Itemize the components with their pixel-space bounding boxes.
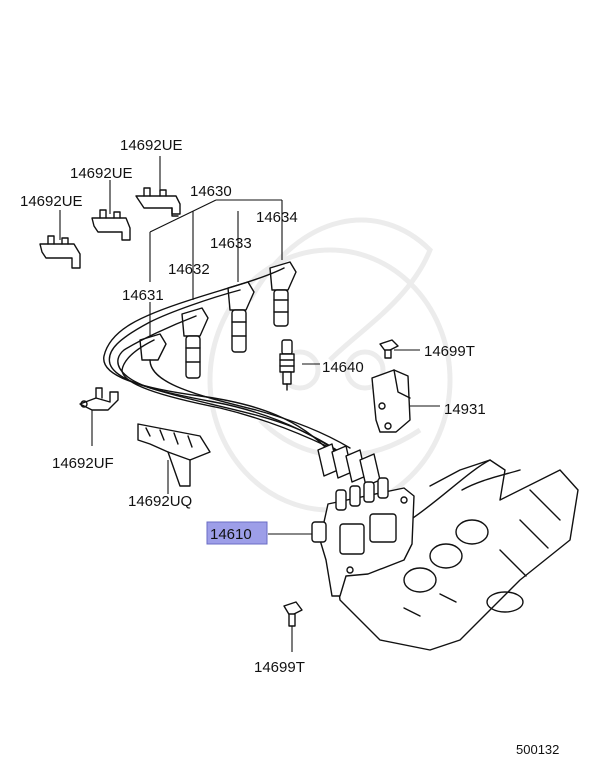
wire-clip-lower[interactable] xyxy=(39,235,81,269)
part-label-14633[interactable]: 14633 xyxy=(210,235,252,252)
part-label-14634[interactable]: 14634 xyxy=(256,209,298,226)
wire-clip-middle[interactable] xyxy=(91,209,131,241)
part-label-14631[interactable]: 14631 xyxy=(122,287,164,304)
part-labels: 14692UE 14692UE 14692UE 14630 14634 1463… xyxy=(20,137,559,757)
bolt-lower[interactable] xyxy=(283,601,303,627)
wire-clip-upper[interactable] xyxy=(135,187,181,217)
part-label-14699T-lower[interactable]: 14699T xyxy=(254,659,305,676)
wire-holder-bracket[interactable] xyxy=(137,423,211,487)
ignition-coil-pack[interactable] xyxy=(311,477,415,597)
small-clip[interactable] xyxy=(79,387,119,411)
highlight-box xyxy=(206,521,268,545)
part-label-14610[interactable]: 14610 xyxy=(210,526,252,543)
part-label-14692UE-c[interactable]: 14692UE xyxy=(20,193,83,210)
leader-lines xyxy=(59,156,440,652)
spark-plug-wire-boot-2[interactable] xyxy=(181,307,209,379)
bolt-upper[interactable] xyxy=(379,339,399,359)
part-label-14630[interactable]: 14630 xyxy=(190,183,232,200)
spark-plug[interactable] xyxy=(279,339,295,391)
intake-manifold xyxy=(335,459,579,651)
ignition-wire-harness[interactable] xyxy=(103,267,373,471)
wire-set-bracket xyxy=(149,199,283,300)
part-label-14692UE-b[interactable]: 14692UE xyxy=(70,165,133,182)
spark-plug-wire-boot-4[interactable] xyxy=(269,261,297,327)
part-label-14931[interactable]: 14931 xyxy=(444,401,486,418)
mounting-bracket[interactable] xyxy=(371,369,411,433)
part-label-14640[interactable]: 14640 xyxy=(322,359,364,376)
spark-plug-wire-boot-1[interactable] xyxy=(139,333,167,361)
diagram-id: 500132 xyxy=(516,742,559,757)
part-label-14692UF[interactable]: 14692UF xyxy=(52,455,114,472)
part-label-14699T-upper[interactable]: 14699T xyxy=(424,343,475,360)
spark-plug-wire-boot-3[interactable] xyxy=(227,281,255,353)
part-label-14692UE-a[interactable]: 14692UE xyxy=(120,137,183,154)
part-label-14692UQ[interactable]: 14692UQ xyxy=(128,493,192,510)
part-label-14632[interactable]: 14632 xyxy=(168,261,210,278)
